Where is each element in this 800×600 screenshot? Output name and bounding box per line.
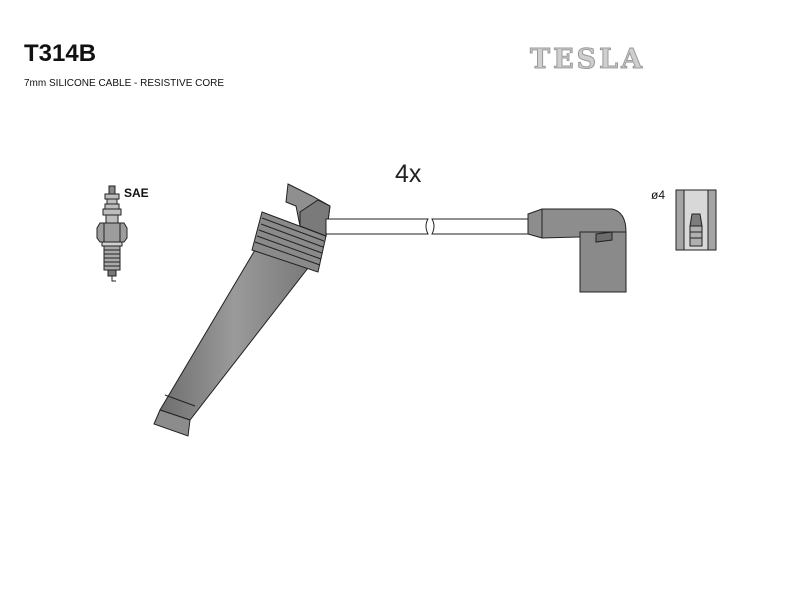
angled-boot-icon — [527, 208, 627, 293]
straight-boot-icon — [153, 183, 331, 437]
quantity-label: 4x — [395, 160, 422, 188]
part-number-title: T314B — [24, 40, 97, 67]
spark-plug-type-label: SAE — [124, 186, 149, 200]
terminal-diameter-label: ø4 — [651, 188, 666, 202]
spark-plug-icon — [96, 185, 128, 282]
cable-description: 7mm SILICONE CABLE - RESISTIVE CORE — [24, 78, 225, 89]
ignition-cable — [325, 218, 529, 235]
terminal-icon — [675, 189, 717, 251]
brand-logo: TESLA — [529, 44, 646, 76]
